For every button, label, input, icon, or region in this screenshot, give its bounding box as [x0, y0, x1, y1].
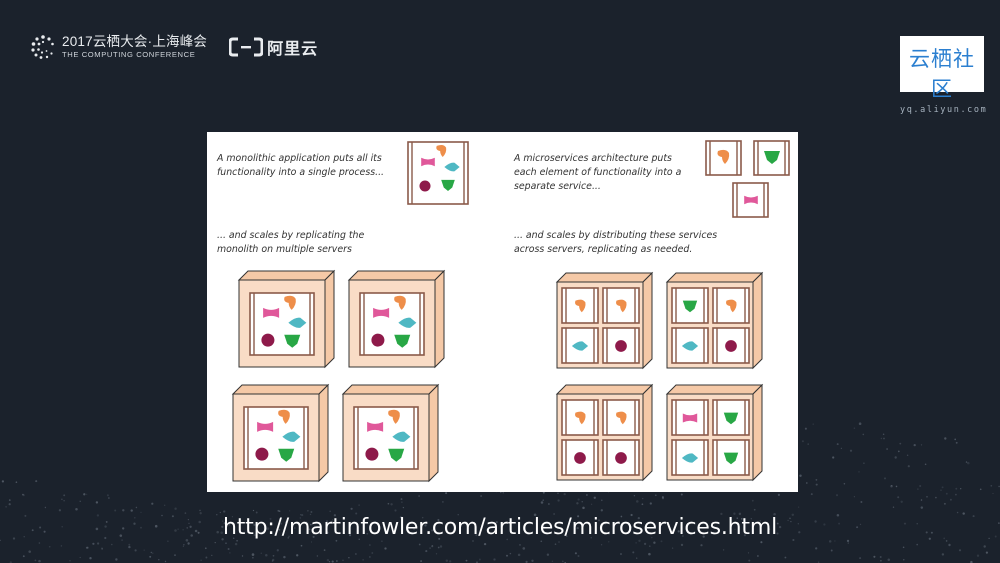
server-top-face [343, 385, 438, 394]
maroon-service-shape [255, 448, 268, 461]
aliyun-logo-icon [229, 37, 263, 57]
maroon-service-shape [615, 452, 627, 464]
conference-subtitle: THE COMPUTING CONFERENCE [62, 51, 207, 59]
maroon-service-shape [365, 448, 378, 461]
server-side-face [753, 385, 762, 480]
monolith-scale-caption: ... and scales by replicating the monoli… [217, 229, 364, 257]
server-side-face [753, 273, 762, 368]
aliyun-logo: 阿里云 [229, 35, 318, 59]
server-side-face [643, 385, 652, 480]
monolith-process [408, 142, 468, 204]
maroon-service-shape [419, 180, 430, 191]
server-top-face [349, 271, 444, 280]
server-top-face [667, 385, 762, 394]
server-top-face [557, 273, 652, 282]
server-side-face [643, 273, 652, 368]
maroon-service-shape [615, 340, 627, 352]
server-side-face [325, 271, 334, 367]
monolith-process-frame [408, 142, 468, 204]
server-side-face [435, 271, 444, 367]
monolith-caption: A monolithic application puts all its fu… [217, 152, 384, 180]
server-top-face [233, 385, 328, 394]
monolith-server-3 [233, 385, 328, 481]
server-side-face [429, 385, 438, 481]
diagram-canvas [207, 132, 798, 492]
maroon-service-shape [725, 340, 737, 352]
microservices-scale-caption: ... and scales by distributing these ser… [514, 229, 717, 257]
microservices-server-3 [557, 385, 652, 480]
microservices-caption: A microservices architecture puts each e… [514, 152, 681, 194]
yunqi-community-logo: 云栖社区 yq.aliyun.com [900, 36, 984, 92]
monolith-server-1 [239, 271, 334, 367]
separate-services [706, 141, 789, 217]
server-top-face [557, 385, 652, 394]
conference-logo: 2017云栖大会·上海峰会 THE COMPUTING CONFERENCE 阿… [30, 32, 318, 62]
monolith-vs-microservices-diagram: A monolithic application puts all its fu… [207, 132, 798, 492]
microservices-server-2 [667, 273, 762, 368]
maroon-service-shape [574, 452, 586, 464]
microservices-server-1 [557, 273, 652, 368]
maroon-service-shape [261, 334, 274, 347]
yunqi-domain: yq.aliyun.com [900, 105, 984, 115]
server-top-face [239, 271, 334, 280]
yunqi-name: 云栖社区 [900, 43, 984, 103]
microservices-server-4 [667, 385, 762, 480]
computing-conference-logo-icon [30, 34, 56, 60]
source-url: http://martinfowler.com/articles/microse… [0, 515, 1000, 540]
aliyun-label: 阿里云 [267, 35, 318, 59]
conference-title: 2017云栖大会·上海峰会 [62, 35, 207, 49]
monolith-server-2 [349, 271, 444, 367]
monolith-server-4 [343, 385, 438, 481]
server-side-face [319, 385, 328, 481]
server-top-face [667, 273, 762, 282]
maroon-service-shape [371, 334, 384, 347]
